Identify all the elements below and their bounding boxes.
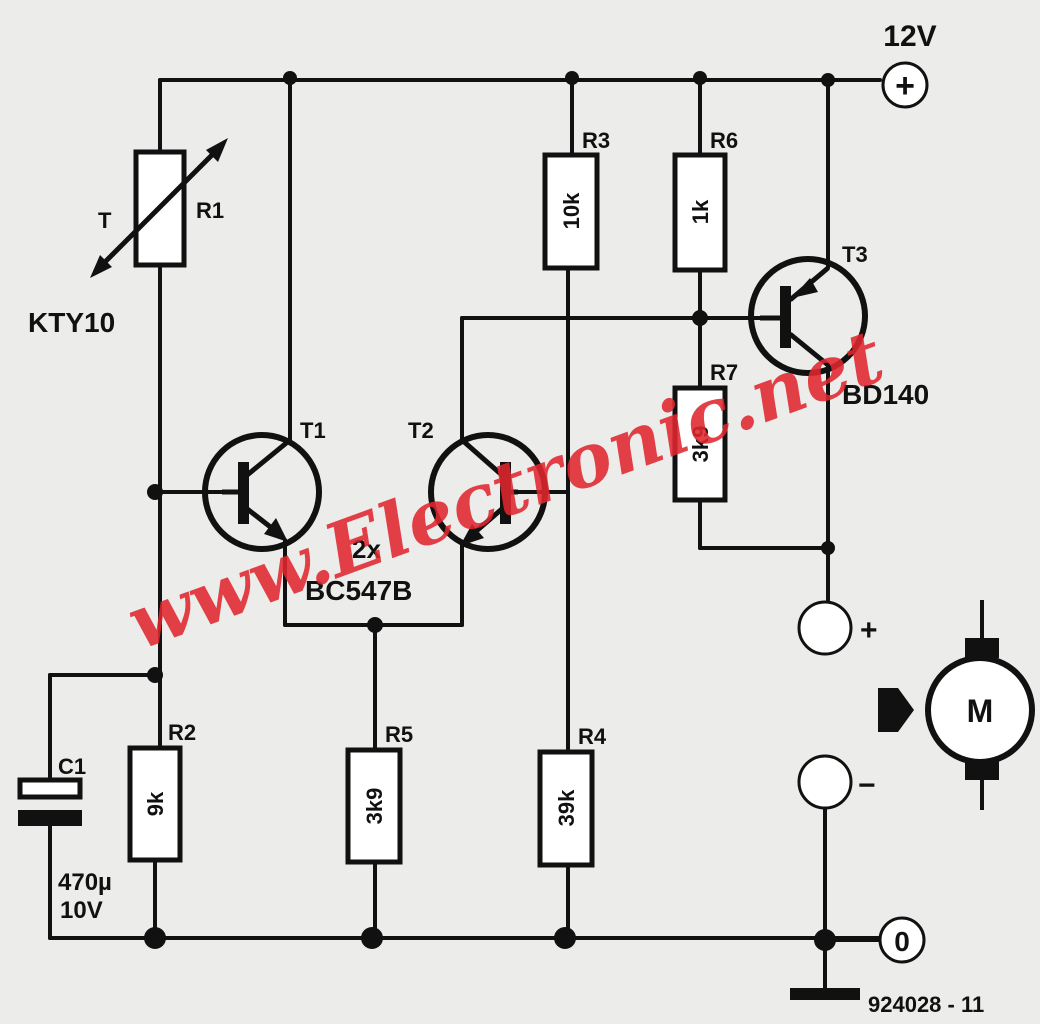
supply-voltage-label: 12V — [883, 20, 936, 53]
c1-value: 470µ — [58, 869, 112, 896]
r5-label: R5 — [385, 722, 413, 747]
motor-terminals: + − — [797, 600, 878, 810]
ground-bar — [790, 988, 860, 1000]
motor: M — [878, 600, 1035, 810]
transistor-t3: T3 BD140 — [748, 242, 929, 410]
r2-label: R2 — [168, 720, 196, 745]
resistor-r3: R3 10k — [542, 128, 610, 271]
resistor-r2: R2 9k — [127, 720, 196, 863]
capacitor-c1: C1 470µ 10V — [17, 754, 112, 924]
t2-label: T2 — [408, 418, 434, 443]
resistor-r7: R7 3k9 — [672, 360, 738, 503]
r7-value: 3k9 — [688, 426, 713, 463]
r6-value: 1k — [688, 199, 713, 224]
c1-voltage: 10V — [60, 897, 103, 924]
junctions — [144, 71, 836, 951]
motor-symbol: M — [967, 693, 994, 729]
c1-label: C1 — [58, 754, 86, 779]
transistor-pair-count: 2x — [352, 534, 381, 564]
r4-value: 39k — [554, 789, 579, 826]
r4-label: R4 — [578, 724, 607, 749]
ground-terminal: 0 — [790, 916, 926, 1000]
resistor-r4: R4 39k — [537, 724, 607, 868]
r3-label: R3 — [582, 128, 610, 153]
t1-label: T1 — [300, 418, 326, 443]
r5-value: 3k9 — [362, 788, 387, 825]
t3-label: T3 — [842, 242, 868, 267]
plus-symbol: + — [895, 67, 915, 105]
motor-minus-label: − — [858, 769, 876, 802]
thermistor-symbol: T — [98, 208, 112, 233]
transistor-t2: T2 — [408, 418, 548, 552]
resistor-r5: R5 3k9 — [345, 722, 413, 865]
r3-value: 10k — [559, 192, 584, 229]
supply-terminal-12v: + 12V — [881, 20, 937, 109]
transistor-t1: T1 — [202, 418, 326, 552]
r1-label: R1 — [196, 198, 224, 223]
wires — [48, 78, 882, 992]
motor-plus-label: + — [860, 614, 878, 647]
t3-part-label: BD140 — [842, 379, 929, 410]
r6-label: R6 — [710, 128, 738, 153]
r1-part-label: KTY10 — [28, 307, 115, 338]
figure-code: 924028 - 11 — [868, 992, 984, 1017]
arrow-right-icon — [878, 688, 914, 732]
resistor-r6: R6 1k — [672, 128, 738, 273]
r2-value: 9k — [143, 791, 168, 816]
r7-label: R7 — [710, 360, 738, 385]
transistor-pair-part: BC547B — [305, 575, 412, 606]
ground-symbol: 0 — [894, 926, 910, 957]
thermistor-r1: T R1 KTY10 — [28, 138, 228, 338]
